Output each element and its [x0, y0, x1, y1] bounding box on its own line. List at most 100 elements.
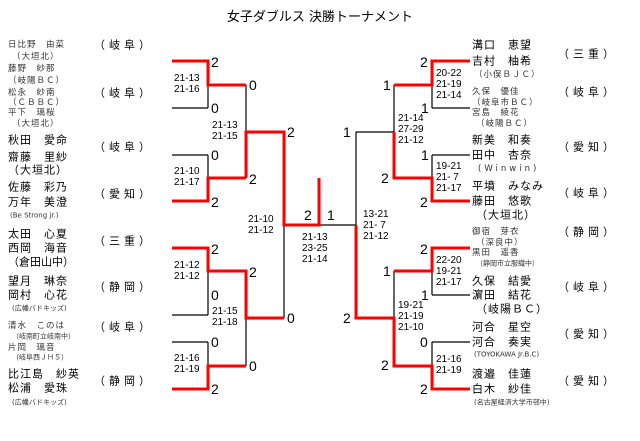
match-score: 1 [383, 77, 391, 93]
match-score: 2 [211, 381, 219, 397]
match-score: 2 [381, 170, 389, 186]
match-score: 0 [287, 310, 295, 326]
match-score: 0 [211, 147, 219, 163]
match-score: 2 [420, 194, 428, 210]
prefecture: （岐阜） [558, 85, 618, 99]
prefecture: （岐阜） [94, 38, 154, 52]
player-name: 平墳 みなみ [472, 179, 544, 193]
player-name: 宮島 綾花 [472, 107, 520, 118]
club-name: （岐陽ＢＣ） [476, 118, 534, 129]
player-name: 佐藤 彩乃 [8, 180, 68, 194]
match-score: 2 [249, 171, 257, 187]
match-score: 2 [211, 54, 219, 70]
club-name: (TOYOKAWA Jr.B.C) [474, 350, 540, 359]
player-name: 秋田 愛命 [8, 133, 68, 147]
player-name: 岡村 心花 [8, 288, 68, 302]
prefecture: （静岡） [558, 225, 618, 239]
match-score: 2 [287, 124, 295, 140]
player-name: 吉村 柚希 [472, 54, 532, 68]
player-name: 望月 琳奈 [8, 274, 68, 288]
page-title: 女子ダブルス 決勝トーナメント [226, 10, 414, 25]
player-name: 比江島 紗英 [8, 367, 80, 381]
final-score-left: 2 [304, 207, 312, 223]
player-name: 河合 奏実 [472, 335, 532, 349]
club-name: （小俣ＢＪＣ） [474, 69, 541, 80]
club-name: （大垣北） [12, 118, 60, 129]
club-name: （静岡市立服織中） [476, 259, 539, 268]
match-score: 0 [211, 334, 219, 350]
match-score: 2 [211, 241, 219, 257]
player-name: 齋藤 里紗 [8, 150, 68, 164]
prefecture: （岐阜） [94, 320, 154, 334]
club-name: （岐陽ＢＣ） [476, 302, 548, 316]
match-score: 2 [420, 54, 428, 70]
club-name: （大垣北） [8, 163, 68, 177]
match-score: 0 [211, 287, 219, 303]
match-score: 2 [343, 310, 351, 326]
player-name: 久保 結愛 [472, 274, 532, 288]
match-score: 0 [249, 77, 257, 93]
club-name: （岐阜西ＪＨＳ） [12, 353, 68, 362]
player-name: 万年 美澄 [8, 195, 68, 209]
prefecture: （岐阜） [558, 280, 618, 294]
match-score: 2 [420, 241, 428, 257]
match-score: 1 [421, 147, 429, 163]
club-name: （大垣北） [476, 208, 536, 222]
player-name: 白木 紗佳 [472, 382, 532, 396]
match-score: 2 [381, 357, 389, 373]
final-score-right: 1 [327, 207, 335, 223]
match-score: 1 [383, 263, 391, 279]
club-name: (広幡バドキッズ) [12, 304, 67, 313]
prefecture: （愛知） [558, 374, 618, 388]
prefecture: （岐阜） [94, 86, 154, 100]
player-name: 河合 星空 [472, 320, 532, 334]
club-name: (名古屋経済大学市邨中) [474, 398, 550, 407]
player-name: 平下 璃桜 [8, 107, 56, 118]
match-score: 2 [420, 381, 428, 397]
club-name: （ＣＢＢＣ） [8, 97, 66, 108]
player-name: 藤田 悠歌 [472, 194, 532, 208]
prefecture: （静岡） [94, 280, 154, 294]
player-name: 新美 和奏 [472, 133, 532, 147]
prefecture: （三重） [94, 234, 154, 248]
prefecture: （愛知） [558, 327, 618, 341]
match-score: 2 [211, 194, 219, 210]
player-name: 松浦 愛珠 [8, 381, 68, 395]
match-score: 0 [249, 358, 257, 374]
player-name: 田中 杏奈 [472, 148, 532, 162]
player-name: 松永 紗南 [8, 87, 56, 98]
club-name: （岐南町立岐南中） [12, 332, 75, 341]
match-score: 1 [343, 124, 351, 140]
match-score: 2 [249, 264, 257, 280]
player-name: 濵田 結花 [472, 288, 532, 302]
club-name: (Winwin) [478, 163, 540, 174]
player-name: 久保 優佳 [472, 86, 520, 97]
club-name: （大垣北） [12, 51, 60, 62]
match-score: 0 [420, 334, 428, 350]
player-name: 片岡 璃音 [8, 342, 56, 353]
player-name: 太田 心夏 [8, 227, 68, 241]
match-score: 1 [421, 100, 429, 116]
player-name: 渡邉 佳蓮 [472, 367, 532, 381]
prefecture: （岐阜） [558, 186, 618, 200]
prefecture: （静岡） [94, 374, 154, 388]
prefecture: （愛知） [558, 140, 618, 154]
club-name: （岐阜市ＢＣ） [472, 97, 539, 108]
club-name: (Be Strong jr.) [10, 211, 59, 220]
match-score: 0 [211, 100, 219, 116]
player-name: 西岡 海音 [8, 241, 68, 255]
